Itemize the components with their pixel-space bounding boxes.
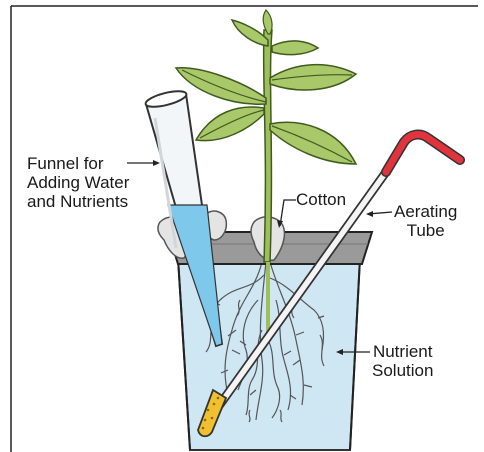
label-funnel-line-2: Adding Water [27,173,129,192]
label-funnel-line-3: and Nutrients [27,192,129,211]
label-aerating-line-1: Aerating [394,202,457,221]
label-aerating-line-2: Tube [394,221,457,240]
label-nutrient-solution: Nutrient Solution [372,342,433,380]
label-nutrient-line-2: Solution [372,361,433,380]
label-funnel-line-1: Funnel for [27,154,129,173]
label-nutrient-line-1: Nutrient [372,342,433,361]
label-cotton: Cotton [296,190,346,209]
label-aerating-tube: Aerating Tube [394,202,457,240]
label-funnel: Funnel for Adding Water and Nutrients [27,154,129,211]
label-cotton-text: Cotton [296,190,346,209]
